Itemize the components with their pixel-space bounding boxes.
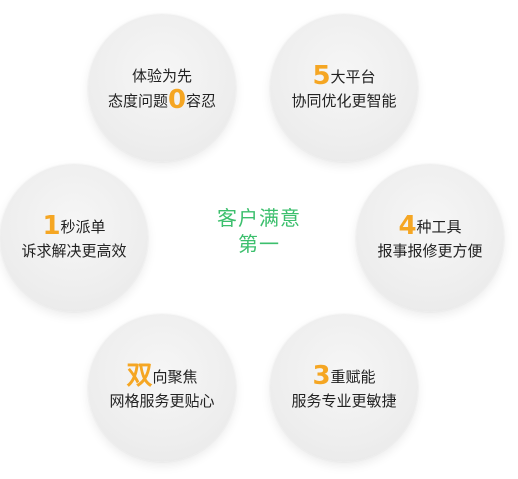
center-title-line-1: 客户满意 [217, 206, 301, 230]
bubble-line-1: 体验为先 [131, 66, 192, 85]
bubble-line-2: 网格服务更贴心 [109, 391, 215, 410]
center-title: 客户满意 第一 [184, 205, 334, 257]
bubble-line-1: 1秒派单 [42, 210, 106, 241]
bubble-one-second-dispatch: 1秒派单 诉求解决更高效 [0, 164, 148, 312]
bubble-line-2: 态度问题0容忍 [107, 84, 217, 115]
bubble-line-2: 协同优化更智能 [291, 91, 397, 110]
bubble-text: 种工具 [416, 217, 462, 236]
bubble-line-2: 诉求解决更高效 [21, 241, 127, 260]
bubble-experience-first: 体验为先 态度问题0容忍 [88, 14, 236, 162]
bubble-text: 秒派单 [60, 217, 106, 236]
highlight-number: 0 [167, 84, 187, 115]
bubble-line-2: 服务专业更敏捷 [291, 391, 397, 410]
bubble-dual-focus: 双向聚焦 网格服务更贴心 [88, 314, 236, 462]
center-title-line-2: 第一 [238, 232, 280, 256]
bubble-line-1: 4种工具 [398, 210, 462, 241]
bubble-text: 容忍 [186, 91, 217, 110]
bubble-four-tools: 4种工具 报事报修更方便 [356, 164, 504, 312]
bubble-five-platforms: 5大平台 协同优化更智能 [270, 14, 418, 162]
highlight-number: 3 [312, 360, 331, 391]
highlight-number: 4 [398, 210, 417, 241]
highlight-number: 5 [312, 60, 331, 91]
bubble-text: 态度问题 [107, 91, 168, 110]
bubble-triple-empowerment: 3重赋能 服务专业更敏捷 [270, 314, 418, 462]
bubble-line-1: 5大平台 [312, 60, 376, 91]
bubble-line-1: 3重赋能 [312, 360, 376, 391]
bubble-line-2: 报事报修更方便 [377, 241, 483, 260]
bubble-text: 大平台 [330, 67, 376, 86]
bubble-line-1: 双向聚焦 [126, 360, 198, 391]
highlight-number: 双 [126, 360, 153, 391]
bubble-text: 向聚焦 [152, 367, 198, 386]
bubble-text: 重赋能 [330, 367, 376, 386]
highlight-number: 1 [42, 210, 61, 241]
